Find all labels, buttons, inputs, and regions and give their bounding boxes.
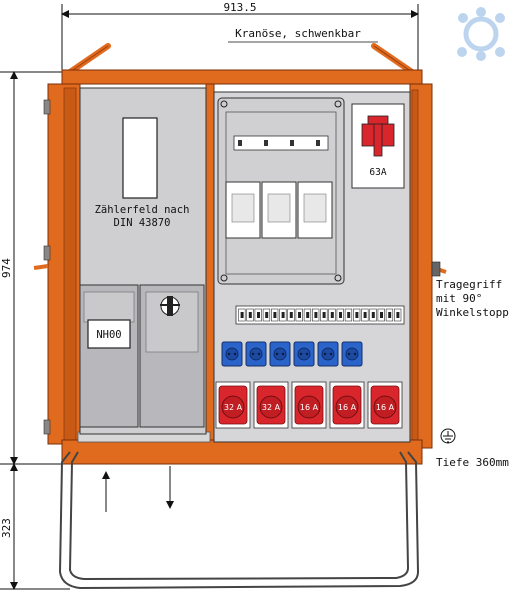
schuko-socket: [245, 341, 267, 367]
breaker-module: [246, 308, 254, 322]
breaker-module: [238, 308, 246, 322]
breaker-module: [311, 308, 320, 322]
meter-field-label-line2: DIN 43870: [114, 217, 171, 229]
cee-socket-rating: 32 A: [262, 403, 281, 412]
schuko-socket: [293, 341, 315, 367]
cee-socket: 16 A: [367, 381, 403, 429]
distribution-panel: 63A 32 A 32 A 16 A 16 A 16 A: [213, 91, 411, 443]
breaker-module: [295, 308, 303, 322]
schuko-socket: [221, 341, 243, 367]
breaker-module: [328, 308, 336, 322]
cee-socket: 32 A: [215, 381, 251, 429]
depth-label: Tiefe 360mm: [436, 456, 509, 469]
crane-eye-label: Kranöse, schwenkbar: [235, 27, 361, 40]
breaker-module: [336, 308, 344, 322]
cabinet-housing: [33, 69, 447, 465]
main-switch-label: 63A: [369, 167, 386, 178]
handle-label-line1: Tragegriff: [436, 278, 502, 291]
crane-eye-right: [371, 43, 415, 75]
breaker-module: [352, 308, 361, 322]
stand-frame: [58, 451, 420, 590]
schuko-socket: [269, 341, 291, 367]
cee-socket-rating: 16 A: [338, 403, 357, 412]
width-label: 913.5: [223, 1, 256, 14]
breaker-module: [279, 308, 287, 322]
breaker-module: [287, 308, 295, 322]
cee-socket-rating: 16 A: [300, 403, 319, 412]
cee-socket: 16 A: [291, 381, 327, 429]
cee-socket: 32 A: [253, 381, 289, 429]
breaker-module: [361, 308, 369, 322]
stand-height-label: 323: [0, 518, 13, 538]
cee-socket-rating: 16 A: [376, 403, 395, 412]
breaker-module: [262, 308, 271, 322]
height-dimension: 974 323: [0, 71, 70, 590]
handle-label-line2: mit 90°: [436, 292, 482, 305]
breaker-module: [320, 308, 328, 322]
water-drop-network-icon: [457, 7, 505, 61]
breaker-module: [393, 308, 402, 322]
breaker-module: [377, 308, 385, 322]
schuko-socket: [341, 341, 363, 367]
height-label: 974: [0, 258, 13, 278]
schuko-socket: [317, 341, 339, 367]
breaker-module: [270, 308, 279, 322]
breaker-module: [385, 308, 394, 322]
carry-handle: [431, 261, 441, 277]
cee-socket-rating: 32 A: [224, 403, 243, 412]
meter-panel: Zählerfeld nach DIN 43870 NH00: [79, 87, 207, 435]
cee-socket: 16 A: [329, 381, 365, 429]
breaker-module: [303, 308, 312, 322]
breaker-module: [254, 308, 262, 322]
crane-eye-left: [67, 43, 111, 75]
ground-symbol-icon: [440, 428, 456, 444]
width-dimension: 913.5: [61, 1, 419, 70]
meter-field-label-line1: Zählerfeld nach: [95, 204, 190, 216]
breaker-module: [344, 308, 353, 322]
breaker-module: [369, 308, 377, 322]
fuse-label: NH00: [96, 329, 121, 341]
handle-label-line3: Winkelstopp: [436, 306, 509, 319]
